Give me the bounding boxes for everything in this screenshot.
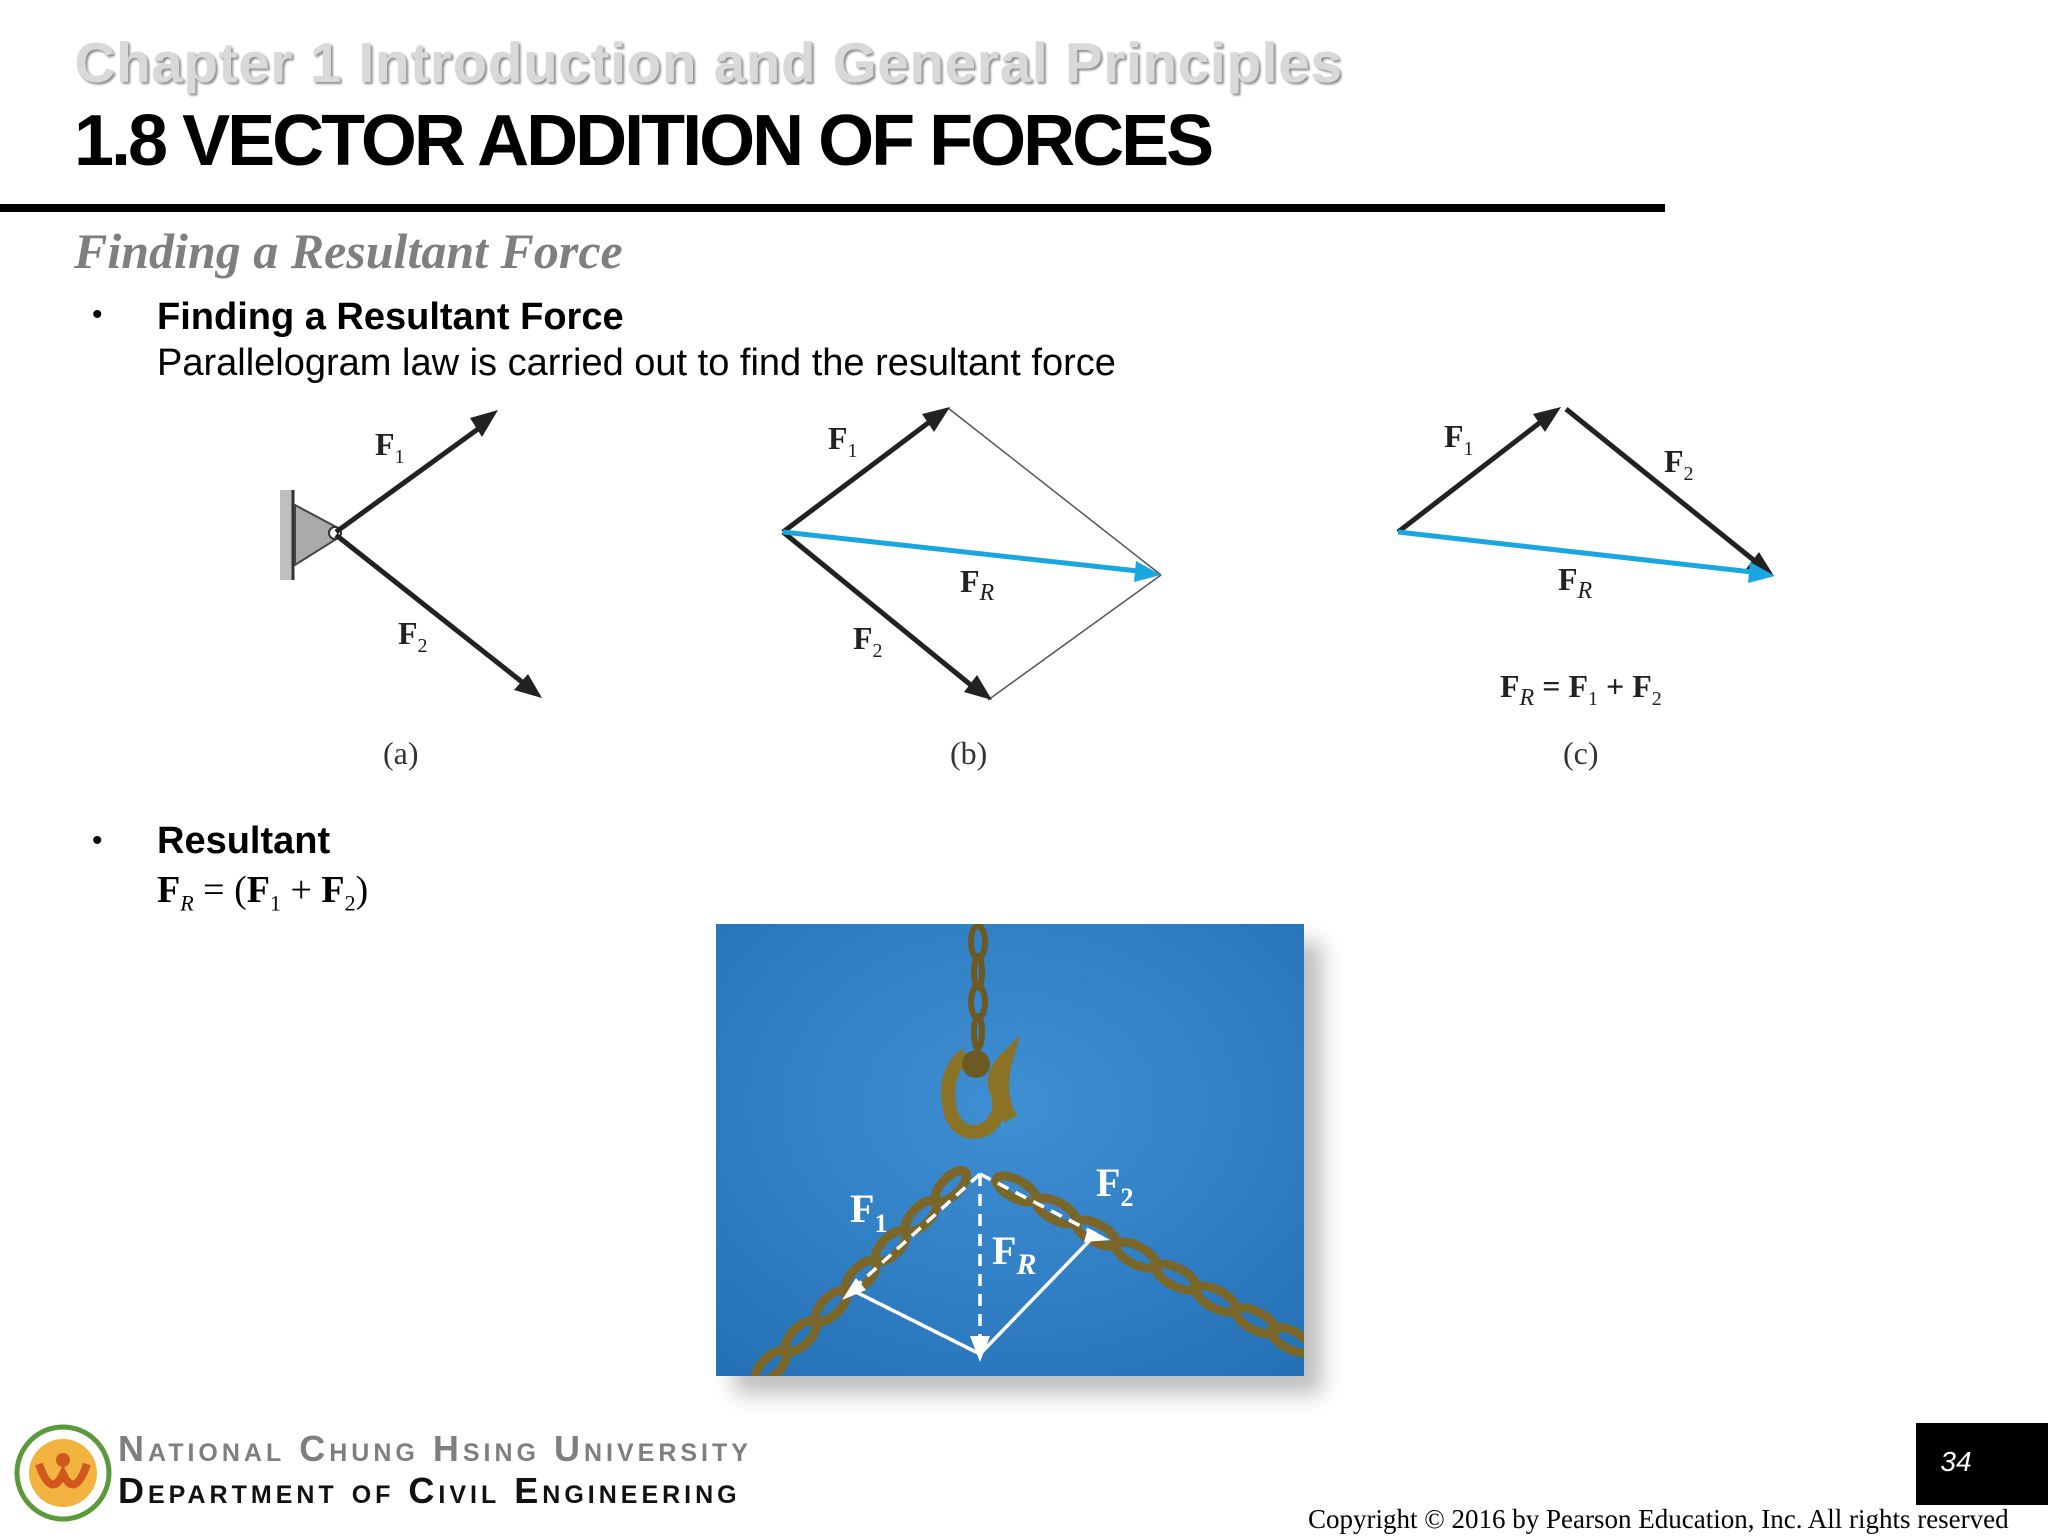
bullet-marker: • (92, 824, 103, 857)
page-number-box (1916, 1423, 2048, 1505)
copyright-notice: Copyright © 2016 by Pearson Education, I… (1308, 1504, 2009, 1534)
vector-fr-b (782, 529, 1139, 574)
label-f1-c: F1 (1444, 418, 1474, 460)
support-bracket (280, 490, 342, 580)
vector-f2-b (781, 530, 974, 688)
label-f2-a: F2 (398, 615, 428, 657)
photo-label-f2: F2 (1096, 1160, 1133, 1212)
chain-hook-photo: F1 F2 FR (716, 924, 1304, 1376)
label-f2-b: F2 (853, 620, 883, 662)
label-f2-c: F2 (1664, 443, 1694, 485)
label-f1-a: F1 (375, 426, 405, 468)
caption-c: (c) (1563, 735, 1599, 771)
vector-fr-c (1397, 529, 1753, 575)
label-fr-b: FR (960, 563, 995, 606)
label-fr-c: FR (1558, 561, 1593, 604)
vector-f1-a (334, 426, 480, 535)
title-divider (0, 204, 1665, 212)
caption-a: (a) (383, 735, 419, 771)
bullet-marker: • (92, 298, 103, 331)
bullet-text: Parallelogram law is carried out to find… (157, 342, 1116, 384)
label-f1-b: F1 (828, 420, 858, 462)
photo-label-f1: F1 (850, 1186, 887, 1238)
photo-label-fr: FR (992, 1228, 1036, 1281)
vector-f1-b (781, 418, 934, 534)
parallelogram-law-diagram: F1 F2 F1 FR F2 F1 F2 FR FR = F1 + F2 (a)… (280, 407, 1775, 771)
caption-b: (b) (950, 735, 987, 771)
university-logo (14, 1424, 112, 1522)
university-name: National Chung Hsing University (118, 1428, 752, 1469)
parallelogram-side (947, 407, 1162, 576)
parallelogram-side (987, 574, 1162, 701)
vector-f2-c (1564, 407, 1758, 564)
bullet-heading: Resultant (157, 820, 331, 862)
department-name: Department of Civil Engineering (118, 1470, 741, 1511)
bullet-heading: Finding a Resultant Force (157, 296, 624, 338)
resultant-equation: FR = (F1 + F2) (157, 869, 369, 916)
vector-f1-c (1396, 419, 1544, 534)
page-number: 34 (1940, 1446, 1972, 1477)
section-subtitle: Finding a Resultant Force (74, 223, 623, 279)
vector-f2-a (334, 533, 524, 684)
chapter-title: Chapter 1 Introduction and General Princ… (75, 31, 1343, 94)
equation-c: FR = F1 + F2 (1500, 668, 1662, 711)
slide-title: 1.8 VECTOR ADDITION OF FORCES (74, 101, 1214, 181)
